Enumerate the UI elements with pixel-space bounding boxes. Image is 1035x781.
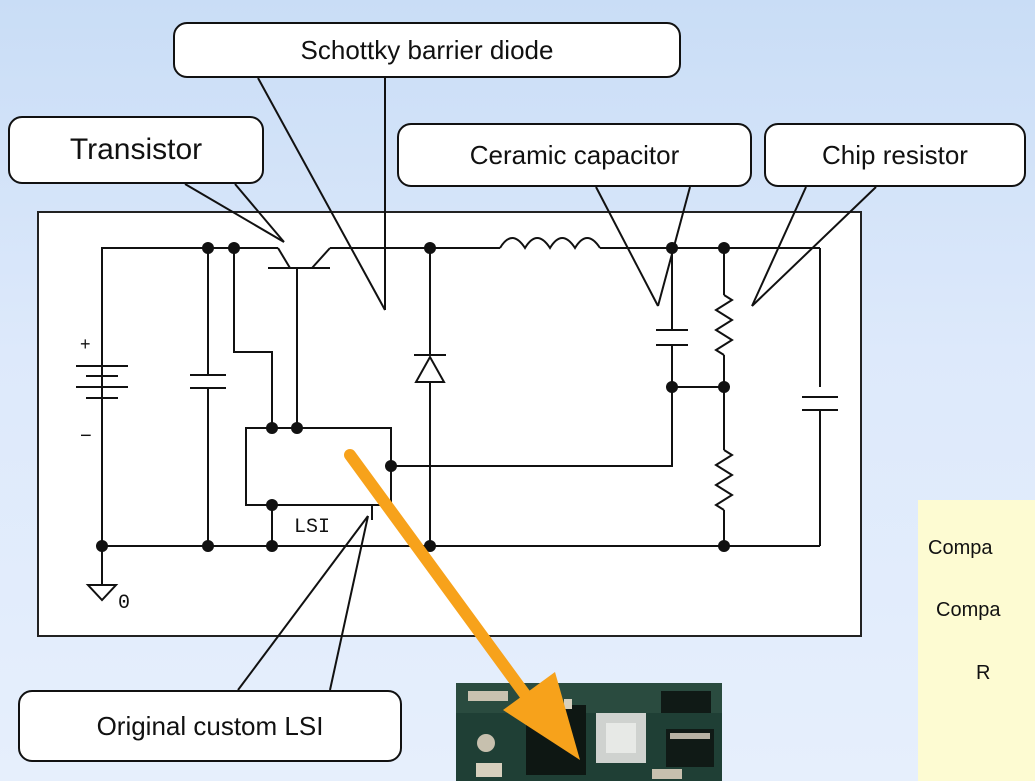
- lsi-label: LSI: [294, 516, 330, 539]
- battery-plus-label: +: [80, 334, 91, 354]
- lsi-arrow: [344, 449, 580, 760]
- callout-transistor: Transistor: [8, 116, 264, 184]
- side-note-line-2: Compa: [936, 599, 1001, 621]
- junction-dots: [96, 242, 730, 552]
- output-capacitor: [656, 329, 688, 346]
- callout-custom-lsi-label: Original custom LSI: [96, 710, 324, 741]
- transistor-symbol: [268, 247, 331, 285]
- schottky-diode-symbol: [414, 354, 446, 383]
- battery-minus-label: −: [80, 425, 92, 447]
- ground-label: 0: [118, 592, 130, 615]
- side-note-line-1: Compa: [928, 537, 993, 559]
- callout-ceramic-capacitor-label: Ceramic capacitor: [469, 139, 680, 170]
- callout-ceramic-capacitor: Ceramic capacitor: [397, 123, 752, 187]
- chip-resistor-bottom: [714, 449, 734, 511]
- side-note-line-3: R: [976, 662, 991, 684]
- callout-schottky-diode-label: Schottky barrier diode: [300, 34, 554, 65]
- schematic-wiring: [101, 247, 821, 585]
- callout-schottky-diode: Schottky barrier diode: [173, 22, 681, 78]
- callout-chip-resistor: Chip resistor: [764, 123, 1026, 187]
- ground-symbol: [85, 584, 119, 602]
- chip-resistor-top: [714, 294, 734, 356]
- callout-pointers: [184, 77, 877, 691]
- callout-chip-resistor-label: Chip resistor: [822, 139, 968, 170]
- callout-transistor-label: Transistor: [69, 133, 203, 166]
- side-note-panel: Compa Compa R: [918, 500, 1035, 781]
- inductor: [499, 237, 601, 250]
- battery: [76, 365, 128, 399]
- load-capacitor: [802, 396, 838, 411]
- input-capacitor: [190, 374, 226, 389]
- callout-custom-lsi: Original custom LSI: [18, 690, 402, 762]
